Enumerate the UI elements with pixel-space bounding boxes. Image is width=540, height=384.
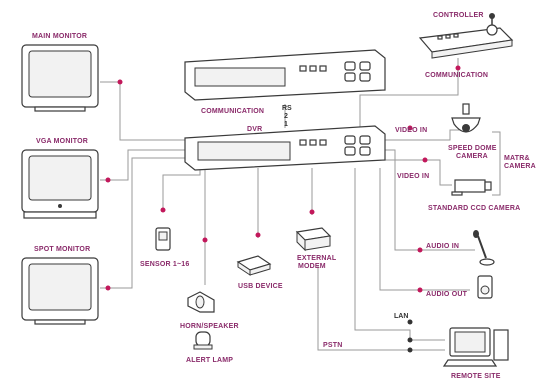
monitor-icon xyxy=(21,257,99,325)
dvr-icon xyxy=(184,49,386,101)
connection-dots xyxy=(105,65,461,353)
controller-icon xyxy=(418,13,514,59)
spot-monitor-label: SPOT MONITOR xyxy=(34,246,90,253)
usb-device: USB DEVICE xyxy=(236,255,283,290)
modem-icon xyxy=(295,227,332,252)
external-modem-label-1: EXTERNAL xyxy=(297,255,337,262)
video-in-2-label: VIDEO IN xyxy=(397,173,429,180)
audio-out-label: AUDIO OUT xyxy=(426,291,468,298)
external-modem-label-2: MODEM xyxy=(298,263,326,270)
pstn-label: PSTN xyxy=(323,342,342,349)
audio-in: AUDIO IN xyxy=(426,230,495,266)
microphone-icon xyxy=(473,230,495,266)
ccd-camera-icon xyxy=(451,179,492,196)
sensor-label: SENSOR 1~16 xyxy=(140,261,189,268)
video-in-1-label: VIDEO IN xyxy=(395,127,427,134)
matrix-label-1: MATR& xyxy=(504,155,530,162)
monitor-icon xyxy=(21,149,99,219)
communication-top-label: COMMUNICATION xyxy=(425,72,488,79)
rs-label-3: 1 xyxy=(284,121,288,128)
horn-speaker-label: HORN/SPEAKER xyxy=(180,323,239,330)
speed-dome-label-2: CAMERA xyxy=(456,153,488,160)
controller: CONTROLLER COMMUNICATION xyxy=(418,12,514,79)
remote-site-label: REMOTE SITE xyxy=(451,373,501,380)
speaker-icon xyxy=(477,275,493,299)
matrix-label-2: CAMERA xyxy=(504,163,536,170)
standard-ccd-camera: VIDEO IN STANDARD CCD CAMERA xyxy=(397,173,520,212)
connection-lines xyxy=(100,58,501,351)
usb-device-icon xyxy=(236,255,272,276)
monitor-icon xyxy=(21,44,99,112)
vga-monitor: VGA MONITOR xyxy=(21,138,99,219)
main-monitor: MAIN MONITOR xyxy=(21,33,99,112)
sensor-icon xyxy=(155,227,171,251)
external-modem: EXTERNAL MODEM xyxy=(295,227,337,270)
alert-lamp: ALERT LAMP xyxy=(186,331,233,364)
horn-speaker: HORN/SPEAKER xyxy=(180,291,239,330)
speed-dome-camera: VIDEO IN SPEED DOME CAMERA xyxy=(395,103,497,160)
horn-icon xyxy=(187,291,215,313)
lan-label: LAN xyxy=(394,313,408,320)
main-dvr-unit: DVR xyxy=(184,125,386,171)
speed-dome-label-1: SPEED DOME xyxy=(448,145,497,152)
standard-ccd-label: STANDARD CCD CAMERA xyxy=(428,205,520,212)
audio-in-label: AUDIO IN xyxy=(426,243,459,250)
rs-label-1: RS xyxy=(282,105,292,112)
main-monitor-label: MAIN MONITOR xyxy=(32,33,87,40)
spot-monitor: SPOT MONITOR xyxy=(21,246,99,325)
controller-label: CONTROLLER xyxy=(433,12,484,19)
dome-camera-icon xyxy=(451,103,481,133)
dvr-icon xyxy=(184,125,386,171)
vga-monitor-label: VGA MONITOR xyxy=(36,138,88,145)
rs-label-2: 2 xyxy=(284,113,288,120)
top-dvr-unit xyxy=(184,49,386,101)
remote-site: REMOTE SITE xyxy=(442,327,509,380)
sensor: SENSOR 1~16 xyxy=(140,227,189,268)
audio-out: AUDIO OUT xyxy=(426,275,493,299)
communication-left-label: COMMUNICATION xyxy=(201,108,264,115)
computer-icon xyxy=(442,327,509,367)
dvr-label: DVR xyxy=(247,126,262,133)
usb-device-label: USB DEVICE xyxy=(238,283,283,290)
lamp-icon xyxy=(193,331,213,350)
alert-lamp-label: ALERT LAMP xyxy=(186,357,233,364)
